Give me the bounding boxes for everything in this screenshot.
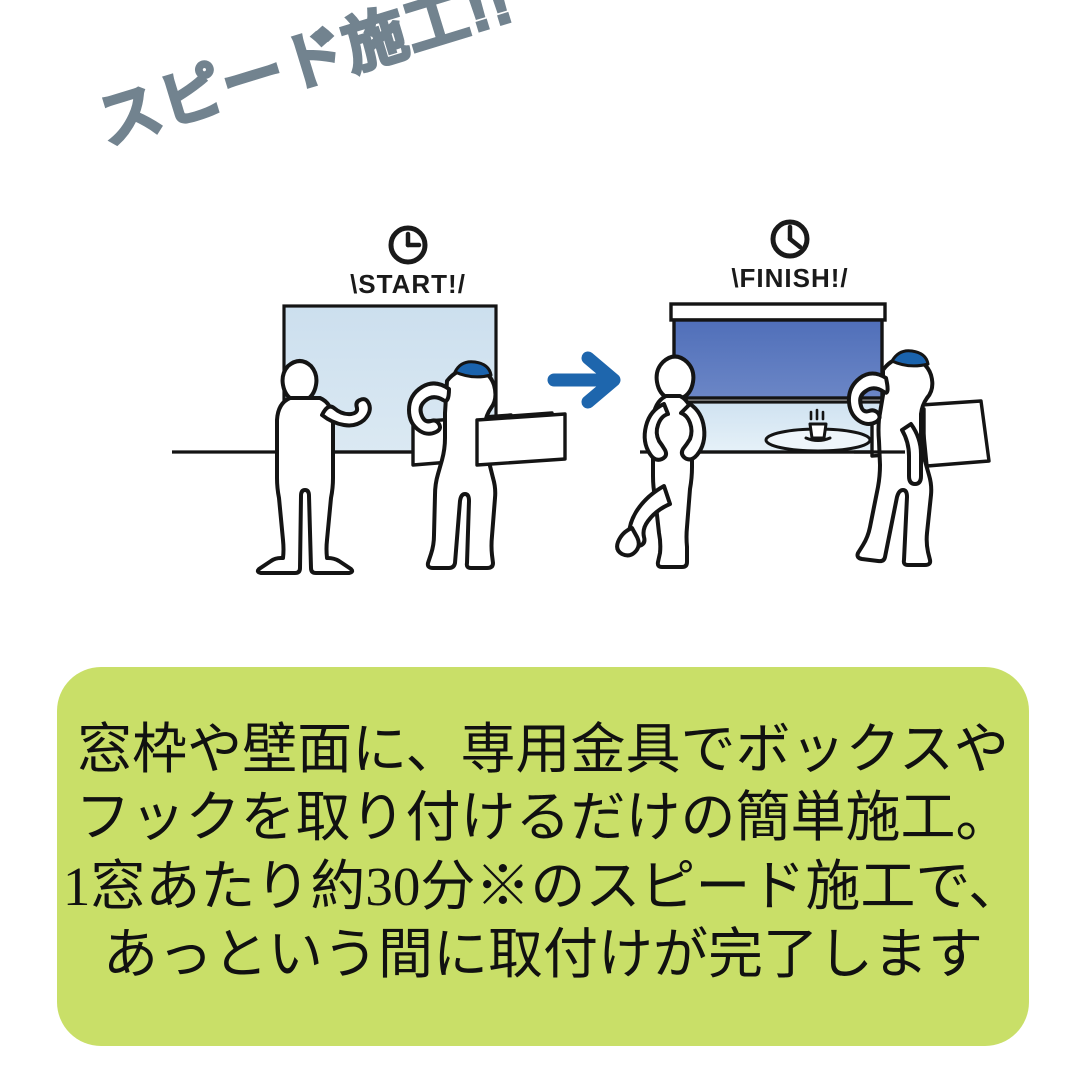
worker-figure-leaving [846,349,991,567]
worker-cap-before [453,360,493,379]
customer-figure [255,359,372,575]
label-finish: \FINISH!/ [690,216,890,293]
scene-before [172,304,567,575]
label-start: \START!/ [318,222,498,299]
carried-box-after [919,399,991,468]
caption-line-2: フックを取り付けるだけの簡単施工。 [75,787,1011,849]
coffee-cup [808,422,828,440]
steam-icon [809,408,825,421]
arrow-right-icon [547,351,621,409]
caption-box: 窓枠や壁面に、専用金具でボックスや フックを取り付けるだけの簡単施工。 1窓あた… [57,667,1029,1046]
blind-headrail [669,302,887,322]
caption-line-3: 1窓あたり約30分※のスピード施工で、 [62,855,1024,917]
illustration-area [172,302,991,575]
before-after-illustration [172,302,991,575]
label-start-text: \START!/ [350,269,466,299]
clock-icon [318,222,498,268]
table-with-cup [764,408,872,453]
caption-line-4: あっという間に取付けが完了します [102,923,983,985]
worker-cap-after [890,349,930,368]
carried-box-before [475,412,567,467]
scene-after [615,302,991,569]
worker-figure-with-cap [407,360,567,570]
cup-saucer [804,436,832,442]
happy-customer-figure [615,354,707,569]
clock-icon [690,216,890,262]
caption-line-1: 窓枠や壁面に、専用金具でボックスや [77,719,1009,781]
label-finish-text: \FINISH!/ [731,263,849,293]
